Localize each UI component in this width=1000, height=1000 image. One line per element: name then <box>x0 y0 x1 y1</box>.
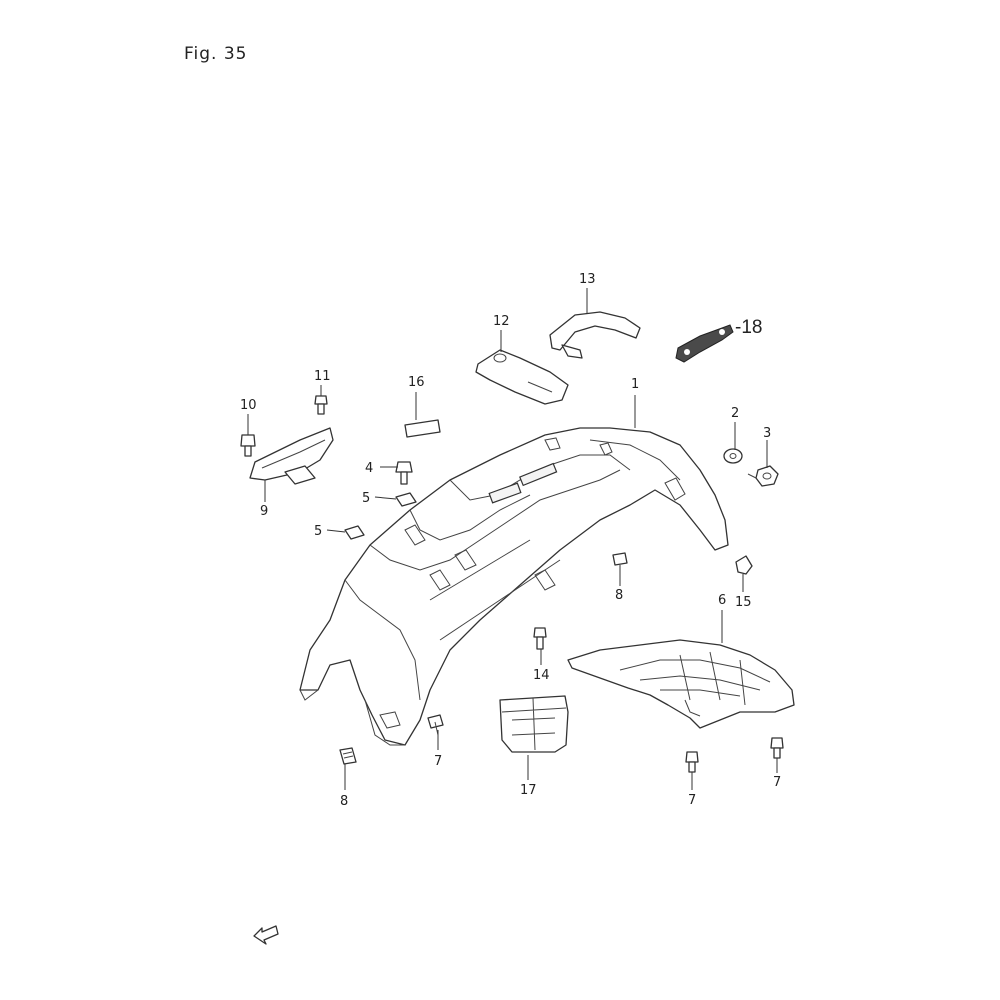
callout-6: 6 <box>718 593 726 608</box>
callout-8a: 8 <box>340 794 348 809</box>
bolt-7-part <box>427 714 784 773</box>
speed-nut-clip-part <box>344 492 417 540</box>
bracket-9-part <box>249 427 334 485</box>
inner-fender-tray-part <box>567 639 795 729</box>
callout-3: 3 <box>763 426 771 441</box>
washer-part <box>723 448 743 464</box>
bracket-18-part <box>675 324 734 363</box>
callout-5a: 5 <box>362 491 370 506</box>
flange-bolt-part <box>747 465 779 487</box>
grommet-15-part <box>735 555 753 575</box>
callout-18: -18 <box>735 317 762 338</box>
bolt-10-part <box>240 434 256 457</box>
figure-title: Fig. 35 <box>184 44 248 64</box>
clip-8-part <box>339 552 628 765</box>
callout-2: 2 <box>731 406 739 421</box>
strap-13-part <box>549 311 641 359</box>
callout-5b: 5 <box>314 524 322 539</box>
callout-17: 17 <box>520 783 537 798</box>
rear-fender-part <box>299 427 729 746</box>
mud-flap-17-part <box>499 695 569 753</box>
push-pin-14-part <box>533 627 547 650</box>
callout-1: 1 <box>631 377 639 392</box>
callout-9: 9 <box>260 504 268 519</box>
callout-7a: 7 <box>434 754 442 769</box>
pad-16-part <box>404 419 441 438</box>
bolt-11-part <box>314 395 328 415</box>
callout-7c: 7 <box>773 775 781 790</box>
direction-arrow-icon <box>253 925 279 945</box>
callout-12: 12 <box>493 314 510 329</box>
callout-4: 4 <box>365 461 373 476</box>
callout-11: 11 <box>314 369 331 384</box>
callout-14: 14 <box>533 668 550 683</box>
leader-lines <box>247 288 778 790</box>
callout-8b: 8 <box>615 588 623 603</box>
callout-10: 10 <box>240 398 257 413</box>
callout-16: 16 <box>408 375 425 390</box>
callout-15: 15 <box>735 595 752 610</box>
tool-bag-part <box>475 349 569 405</box>
callout-7b: 7 <box>688 793 696 808</box>
callout-13: 13 <box>579 272 596 287</box>
bolt-4-part <box>395 461 413 485</box>
